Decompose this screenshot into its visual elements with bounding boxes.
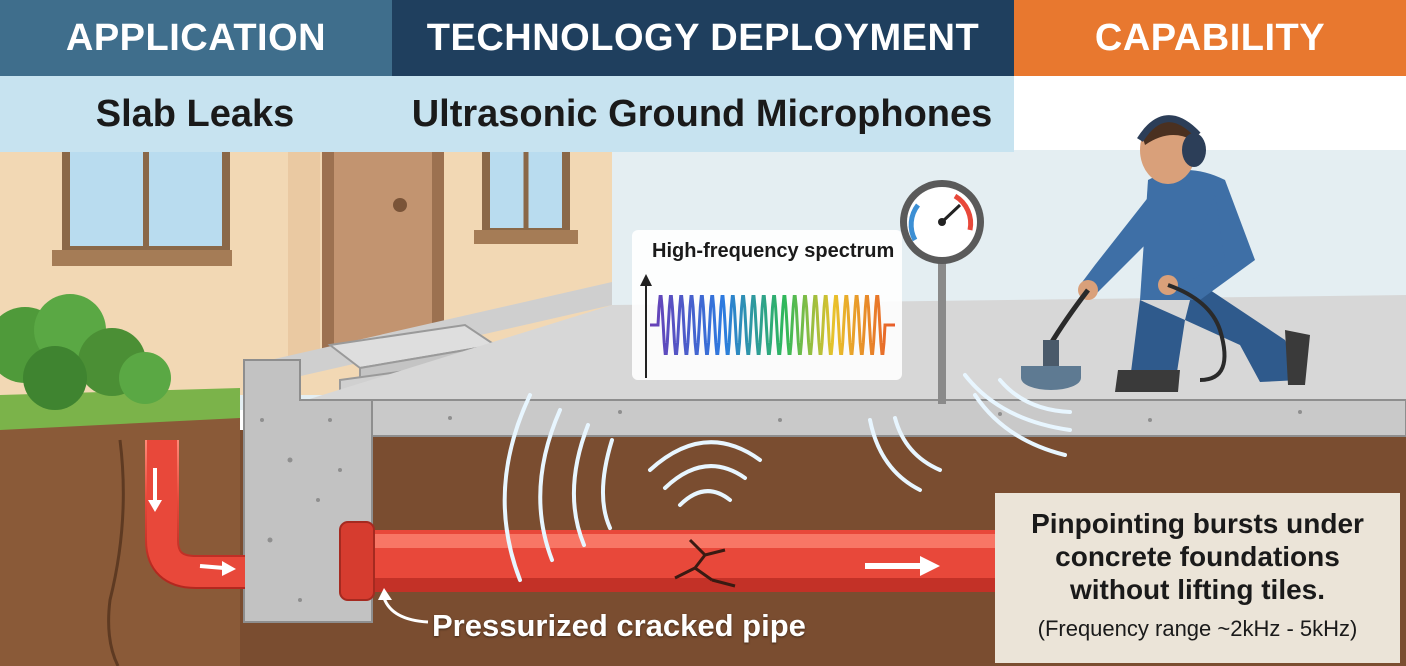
flow-arrow-icon [920,556,940,576]
ground-microphone-icon [1021,340,1081,390]
bush [0,294,240,440]
capability-line: without lifting tiles. [1069,574,1326,605]
application-value: Slab Leaks [0,76,390,152]
spectrum-waveform [650,295,895,355]
sound-waves [502,373,1072,582]
cracked-pipe [339,521,1000,601]
technology-value: Ultrasonic Ground Microphones [390,76,1014,152]
header-application: APPLICATION [0,0,392,76]
technician [1078,115,1310,392]
house-window-left [52,150,232,266]
capability-line: concrete foundations [1055,541,1340,572]
concrete-slab [297,399,1406,437]
capability-line: Pinpointing bursts under [1031,508,1364,539]
capability-description: Pinpointing bursts under concrete founda… [995,493,1400,663]
frequency-range-note: (Frequency range ~2kHz - 5kHz) [1037,616,1358,641]
header-technology-deployment: TECHNOLOGY DEPLOYMENT [392,0,1014,76]
spectrum-title: High-frequency spectrum [652,240,895,262]
pipe-crack [674,538,736,588]
flow-arrow-icon [148,500,162,512]
header-capability: CAPABILITY [1014,0,1406,76]
headphones-icon [1137,115,1201,142]
pressure-gauge-icon [900,180,984,404]
house-window-right [474,150,578,244]
pipe-label: Pressurized cracked pipe [432,608,806,643]
